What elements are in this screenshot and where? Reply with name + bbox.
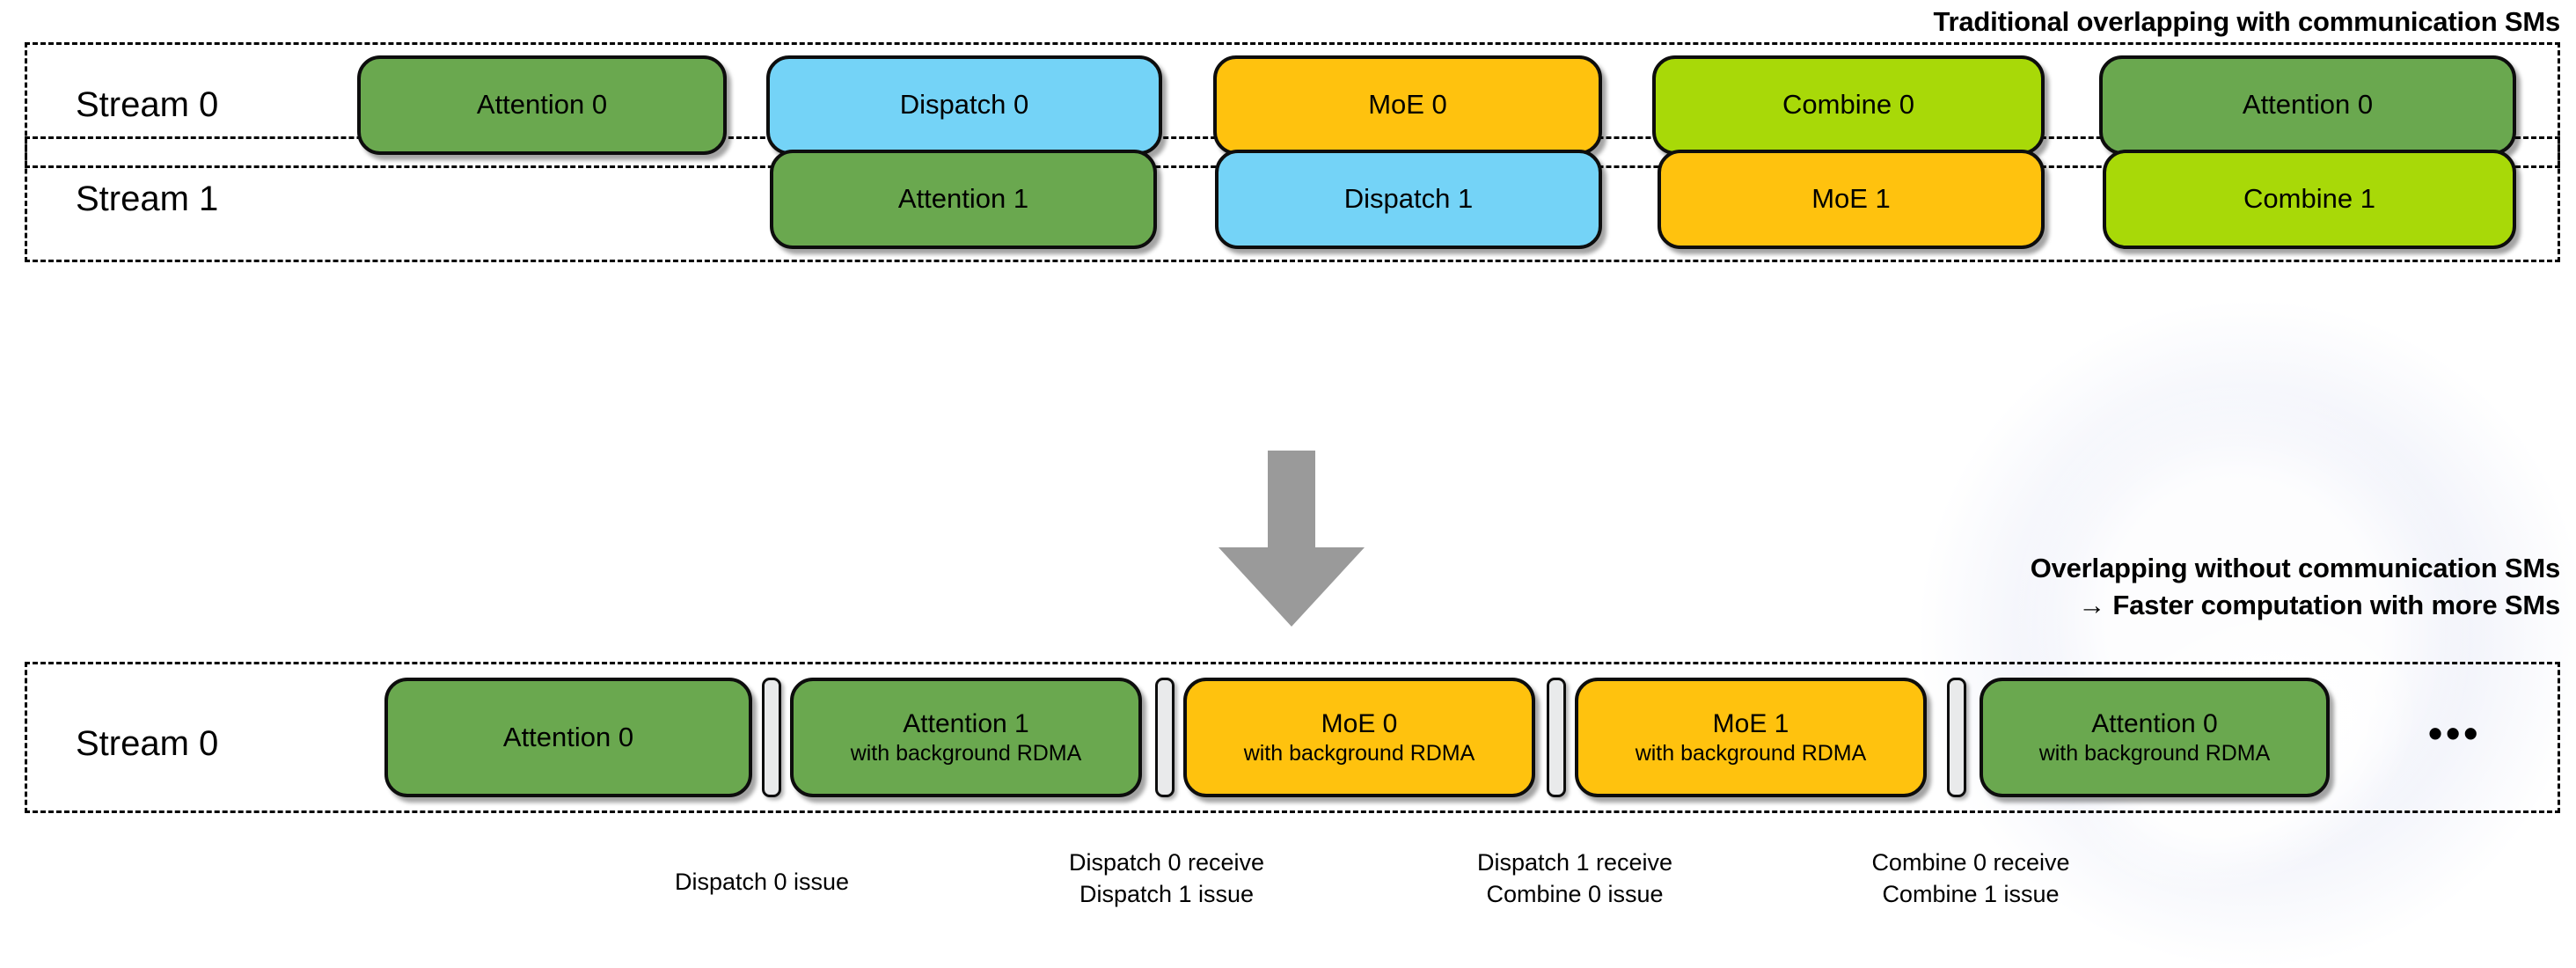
task-box-attention-1[interactable]: Attention 1 bbox=[770, 150, 1157, 249]
task-box-moe-1[interactable]: MoE 1 with background RDMA bbox=[1575, 678, 1927, 797]
background-watermark-highlight bbox=[1943, 314, 2543, 935]
task-box-combine-0[interactable]: Combine 0 bbox=[1652, 55, 2045, 155]
task-separator-2 bbox=[1155, 678, 1175, 797]
task-box-title: Attention 0 bbox=[2242, 89, 2374, 121]
task-box-title: Attention 0 bbox=[502, 721, 634, 752]
task-box-title: MoE 1 bbox=[1811, 183, 1891, 215]
task-box-attention-0[interactable]: Attention 0 bbox=[384, 678, 752, 797]
task-box-moe-0[interactable]: MoE 0 bbox=[1213, 55, 1602, 155]
task-box-title: MoE 0 bbox=[1321, 708, 1398, 738]
stream-0-optimized-label: Stream 0 bbox=[76, 724, 219, 763]
task-separator-1 bbox=[762, 678, 781, 797]
task-box-moe-0[interactable]: MoE 0 with background RDMA bbox=[1183, 678, 1535, 797]
stream-0-label: Stream 0 bbox=[76, 85, 219, 124]
task-box-combine-1[interactable]: Combine 1 bbox=[2103, 150, 2516, 249]
optimized-title-line-1: Overlapping without communication SMs bbox=[2030, 553, 2561, 583]
comm-event-caption-line: Dispatch 0 issue bbox=[674, 869, 850, 895]
task-box-subtitle: with background RDMA bbox=[1635, 741, 1867, 766]
task-box-attention-1[interactable]: Attention 1 with background RDMA bbox=[790, 678, 1142, 797]
task-box-moe-1[interactable]: MoE 1 bbox=[1658, 150, 2045, 249]
comm-event-caption-line: Combine 0 receive bbox=[1871, 849, 2070, 876]
down-arrow-icon bbox=[1218, 451, 1365, 627]
task-box-title: Attention 1 bbox=[903, 708, 1029, 738]
diagram-canvas: Traditional overlapping with communicati… bbox=[25, 6, 2576, 968]
task-box-title: Attention 0 bbox=[476, 89, 608, 121]
task-box-title: Combine 1 bbox=[2243, 183, 2375, 215]
comm-event-caption-line: Dispatch 1 receive bbox=[1476, 849, 1673, 876]
task-box-title: Dispatch 0 bbox=[899, 89, 1029, 121]
comm-event-caption-1: Dispatch 0 issue bbox=[675, 867, 849, 898]
task-box-dispatch-1[interactable]: Dispatch 1 bbox=[1215, 150, 1602, 249]
task-box-attention-0[interactable]: Attention 0 with background RDMA bbox=[1980, 678, 2330, 797]
comm-event-caption-line: Combine 1 issue bbox=[1882, 880, 2060, 907]
task-box-title: MoE 1 bbox=[1712, 708, 1789, 738]
task-separator-3 bbox=[1547, 678, 1566, 797]
optimized-section-title: Overlapping without communication SMs → … bbox=[2030, 550, 2561, 624]
continuation-ellipsis: ••• bbox=[2428, 710, 2482, 756]
task-box-title: Combine 0 bbox=[1782, 89, 1914, 121]
comm-event-caption-line: Dispatch 0 receive bbox=[1068, 849, 1265, 876]
task-box-attention-0[interactable]: Attention 0 bbox=[357, 55, 727, 155]
traditional-section-title: Traditional overlapping with communicati… bbox=[1933, 6, 2561, 37]
comm-event-caption-line: Dispatch 1 issue bbox=[1079, 880, 1255, 907]
comm-event-caption-line: Combine 0 issue bbox=[1486, 880, 1664, 907]
task-box-subtitle: with background RDMA bbox=[2038, 741, 2271, 766]
stream-1-label: Stream 1 bbox=[76, 180, 219, 218]
task-box-title: Dispatch 1 bbox=[1343, 183, 1474, 215]
task-box-attention-0[interactable]: Attention 0 bbox=[2099, 55, 2516, 155]
task-separator-4 bbox=[1947, 678, 1966, 797]
stream-0-optimized-frame bbox=[25, 662, 2560, 813]
task-box-dispatch-0[interactable]: Dispatch 0 bbox=[766, 55, 1162, 155]
task-box-title: Attention 1 bbox=[897, 183, 1029, 215]
task-box-subtitle: with background RDMA bbox=[850, 741, 1082, 766]
optimized-title-line-2: → Faster computation with more SMs bbox=[2078, 590, 2560, 621]
task-box-title: MoE 0 bbox=[1368, 89, 1447, 121]
task-box-subtitle: with background RDMA bbox=[1243, 741, 1475, 766]
task-box-title: Attention 0 bbox=[2091, 708, 2218, 738]
